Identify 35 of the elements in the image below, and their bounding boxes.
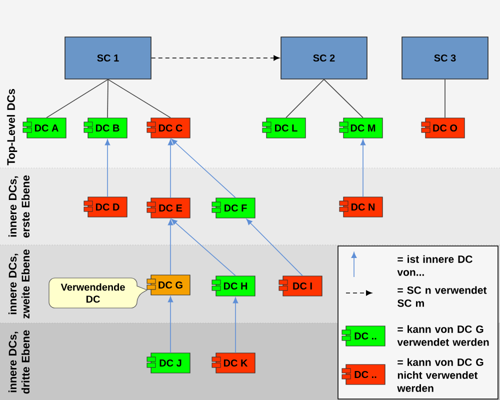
arrow [151, 55, 280, 61]
component-box: DC J [146, 352, 190, 374]
arrow [232, 297, 238, 354]
arrow [104, 139, 110, 198]
component-sample: DC .. [342, 364, 386, 385]
component-box: DC N [339, 196, 383, 218]
component-box: DC D [84, 196, 128, 218]
arrow [246, 218, 303, 276]
system-box: SC 3 [402, 36, 488, 80]
system-box: SC 2 [280, 36, 368, 80]
component-box: DC M [339, 118, 383, 138]
arrow [168, 296, 174, 354]
component-box: DC G [146, 274, 190, 296]
legend-text: = kann von DC G verwendet werden [397, 325, 489, 346]
component-box: DC K [212, 352, 256, 374]
legend-text: = SC n verwendet SC m [398, 286, 487, 307]
arrow [360, 139, 366, 198]
component-box: DC C [146, 118, 190, 138]
component-box: DC A [22, 118, 66, 138]
component-box: DC L [262, 118, 306, 138]
legend-text: = kann von DC G nicht verwendet werden [397, 358, 484, 392]
system-box: SC 1 [64, 36, 152, 80]
speech-bubble: Verwendende DC [48, 278, 148, 308]
component-sample: DC .. [342, 326, 386, 346]
component-box: DC F [212, 198, 256, 218]
legend-text: = ist innere DC von... [397, 255, 472, 276]
arrow [171, 138, 236, 198]
component-box: DC H [212, 276, 256, 296]
arrow [171, 218, 236, 276]
component-box: DC O [421, 118, 465, 138]
arrow [168, 219, 174, 276]
component-box: DC B [84, 118, 128, 138]
arrow [168, 139, 174, 198]
component-box: DC I [278, 276, 322, 296]
component-box: DC E [146, 198, 190, 218]
